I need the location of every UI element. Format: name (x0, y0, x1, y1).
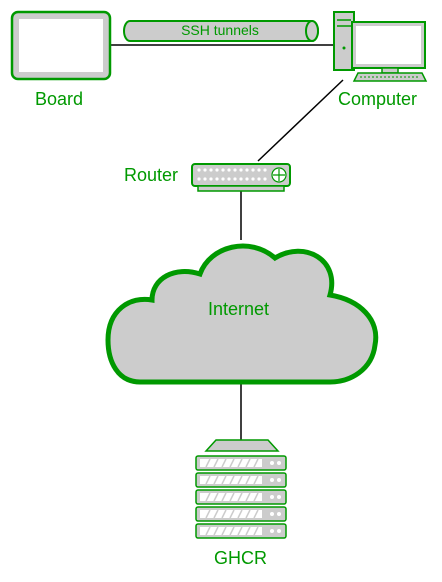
ghcr-label: GHCR (214, 548, 267, 568)
ssh-tunnels-label: SSH tunnels (181, 22, 259, 38)
router-icon (191, 163, 291, 192)
computer-label: Computer (338, 89, 418, 109)
board-label: Board (35, 89, 84, 109)
router-label: Router (124, 165, 179, 185)
ssh-tunnel-pipe (123, 20, 319, 42)
internet-label: Internet (208, 299, 270, 319)
desktop-computer-icon (333, 11, 428, 82)
edge-computer-router (257, 79, 344, 162)
server-rack-icon (195, 439, 287, 539)
cloud-icon (105, 243, 379, 385)
tablet-icon (10, 10, 112, 81)
